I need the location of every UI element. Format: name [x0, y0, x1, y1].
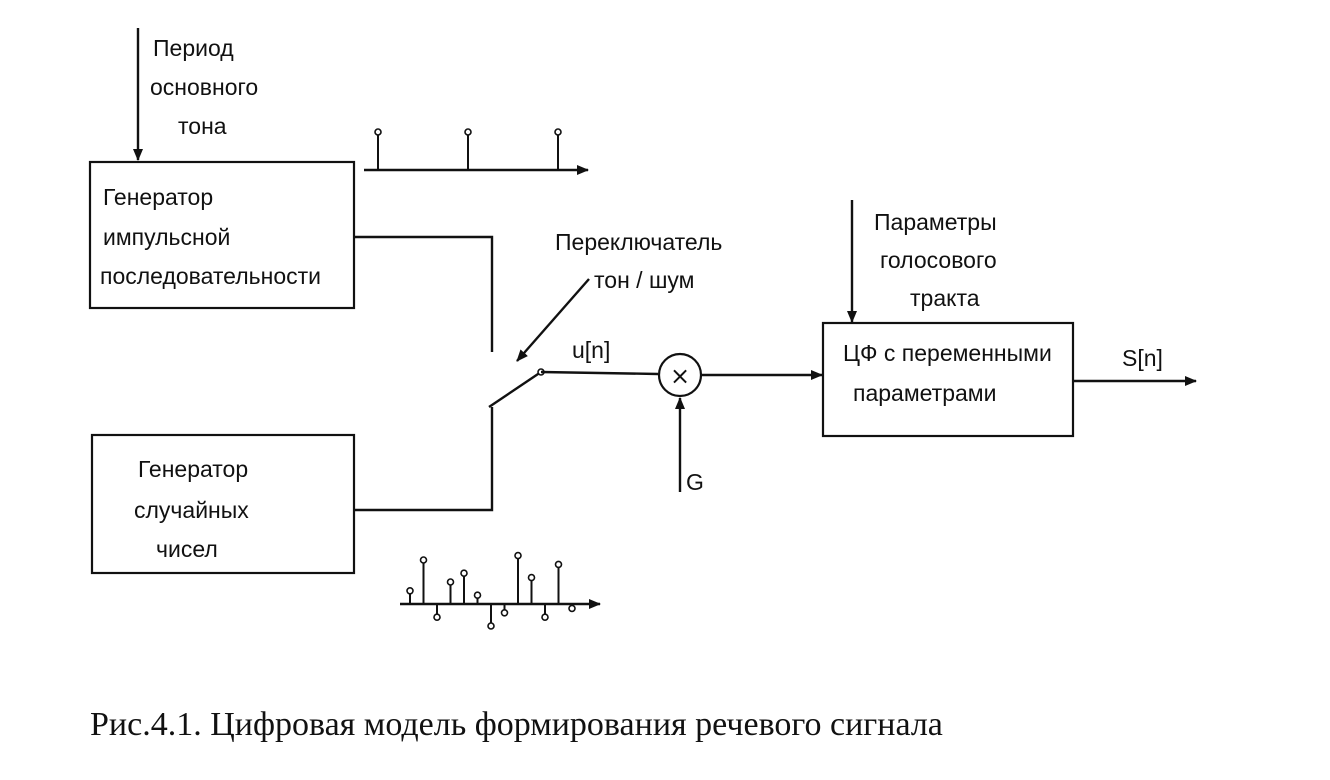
output-signal-label: S[n] — [1122, 345, 1163, 371]
noise-sample-marker — [473, 591, 482, 600]
noise-sample-marker — [541, 613, 549, 622]
noise-sample-marker — [487, 622, 495, 630]
gain-label: G — [686, 469, 704, 495]
impulse-marker — [374, 128, 382, 136]
multiplier-symbol: × — [670, 362, 690, 390]
switch-pointer-arrow — [516, 278, 590, 362]
noise-sample-marker — [500, 608, 509, 617]
noise-sample-marker — [419, 556, 428, 564]
filter-block — [821, 321, 1075, 438]
u-signal-label: u[n] — [572, 337, 610, 363]
noise-sample-marker — [527, 573, 536, 582]
noise-generator-label: Генератор случайных чисел — [134, 456, 255, 562]
pitch-period-label: Период основного тона — [150, 35, 265, 139]
filter-label: ЦФ с переменными параметрами — [843, 340, 1058, 406]
figure-caption: Рис.4.1. Цифровая модель формирования ре… — [90, 706, 943, 743]
u-signal-line — [540, 370, 659, 376]
noise-sample-marker — [554, 560, 563, 569]
impulse-generator-label: Генератор импульсной последовательности — [100, 184, 321, 289]
noise-samples-plot — [400, 551, 601, 630]
impulse-marker — [554, 128, 562, 136]
noise-sample-marker — [460, 569, 468, 578]
impulse-marker — [464, 128, 472, 136]
switch-label: Переключатель тон / шум — [555, 229, 729, 293]
impulse-to-switch-wire — [354, 235, 494, 352]
noise-sample-marker — [514, 551, 522, 560]
vocal-tract-params-label: Параметры голосового тракта — [874, 209, 1003, 311]
noise-to-switch-wire — [354, 407, 494, 512]
impulse-train-plot — [364, 128, 589, 175]
noise-sample-marker — [568, 604, 576, 613]
noise-sample-marker — [406, 586, 414, 595]
impulse-generator-block — [88, 160, 356, 310]
noise-sample-marker — [446, 578, 455, 586]
switch-lever — [488, 371, 542, 408]
noise-generator-block — [90, 433, 356, 575]
noise-sample-marker — [433, 613, 441, 622]
